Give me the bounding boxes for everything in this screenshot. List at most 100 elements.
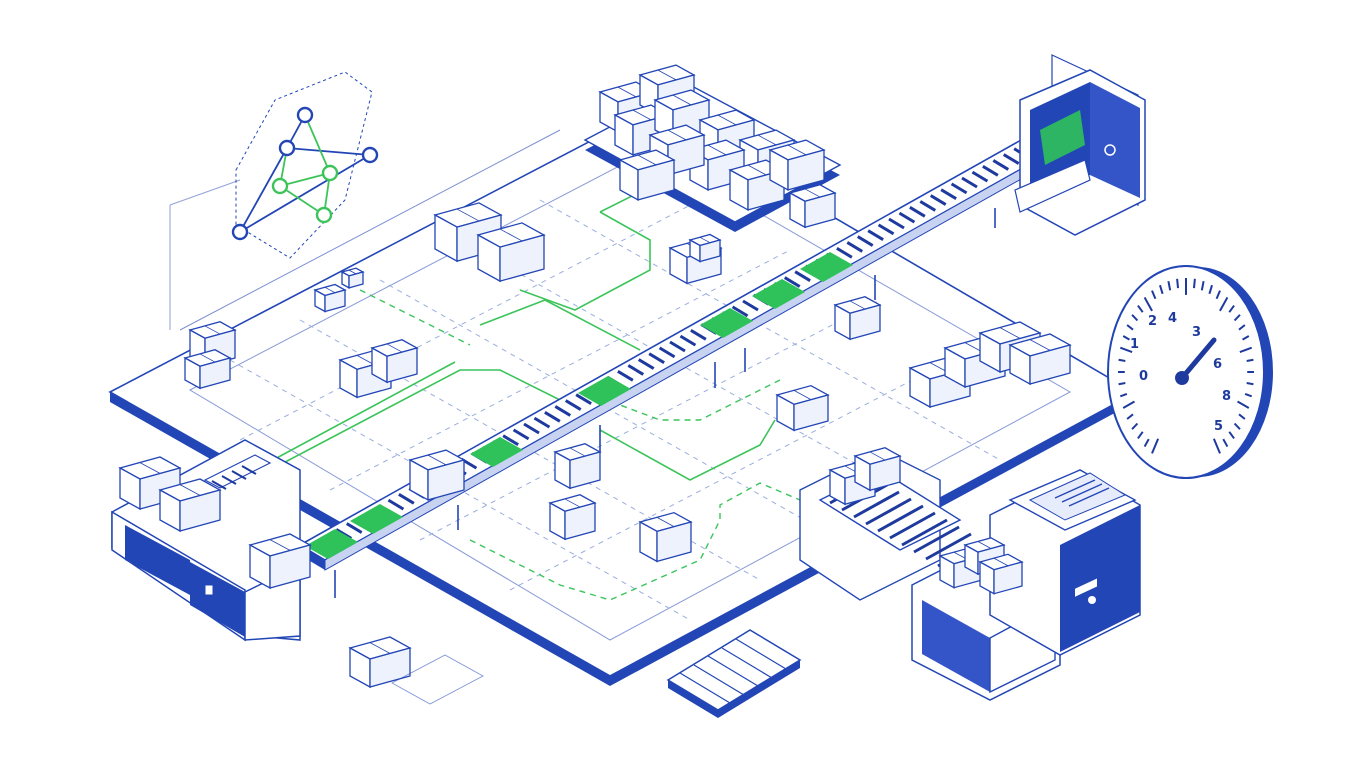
conveyor-roller: [865, 497, 912, 526]
conveyor-roller: [690, 328, 707, 341]
gauge-tick: [1222, 438, 1229, 448]
conveyor-roller: [345, 522, 363, 534]
conveyor-roller: [898, 211, 916, 224]
package-box-icon: [553, 443, 602, 490]
gauge-tick: [1233, 422, 1241, 430]
gauge-labels: 0 1 2 4 3 6 8 5: [1130, 311, 1231, 434]
conveyor-roller: [877, 223, 895, 236]
gauge-label: 5: [1214, 419, 1223, 434]
gauge-tick: [1215, 290, 1221, 300]
package-box-icon: [768, 139, 826, 191]
gauge-tick: [1233, 314, 1241, 322]
conveyor-roller: [836, 246, 853, 259]
package-box-icon: [978, 553, 1024, 595]
network-graph-icon: [231, 71, 379, 259]
conveyor-roller: [853, 490, 900, 519]
speedometer-gauge-icon: 0 1 2 4 3 6 8 5: [1107, 265, 1273, 479]
gauge-tick: [1208, 284, 1213, 295]
gauge-tick: [1131, 314, 1139, 322]
gauge-tick: [1228, 304, 1235, 313]
conveyor-roller: [637, 358, 655, 370]
package-box-icon: [1008, 333, 1072, 386]
conveyor-roller: [971, 170, 989, 183]
conveyor-roller: [867, 229, 884, 242]
conveyor-roller: [731, 305, 749, 318]
conveyor-roller: [913, 525, 960, 554]
conveyor-roller: [783, 276, 801, 288]
gauge-tick: [1246, 382, 1254, 386]
gauge-tick: [1137, 304, 1144, 313]
gauge-tick: [1219, 296, 1229, 312]
gauge-tick: [1143, 438, 1150, 448]
gauge-tick: [1131, 422, 1139, 430]
package-box-icon: [476, 222, 546, 283]
conveyor-roller: [575, 393, 592, 406]
shipping-pallet-icon: [666, 629, 802, 718]
package-box-icon: [248, 533, 312, 590]
package-box-icon: [788, 184, 837, 229]
conveyor-roller: [564, 399, 582, 411]
conveyor-roller: [554, 405, 572, 417]
gauge-tick: [1126, 324, 1134, 331]
gauge-tick: [1239, 346, 1253, 353]
conveyor-roller: [889, 511, 936, 540]
package-box-icon: [638, 511, 693, 563]
conveyor-roller: [794, 270, 811, 283]
conveyor-roller: [909, 205, 926, 218]
gauge-label: 6: [1213, 357, 1222, 372]
conveyor-roller: [925, 532, 972, 561]
package-box-icon: [548, 494, 597, 541]
gauge-tick: [1167, 281, 1172, 291]
package-box-icon: [158, 478, 222, 533]
package-box-icon: [340, 267, 365, 289]
gauge-tick: [1237, 400, 1250, 409]
conveyor-roller: [919, 200, 937, 212]
conveyor-roller: [929, 194, 947, 206]
gauge-tick: [1176, 278, 1180, 289]
gauge-tick: [1122, 335, 1130, 341]
gauge-tick: [1143, 296, 1153, 312]
package-box-icon: [853, 447, 902, 492]
gauge-tick: [1159, 284, 1164, 295]
gauge-label: 3: [1192, 325, 1201, 340]
conveyor-roller: [982, 164, 999, 177]
package-box-icon: [728, 159, 786, 211]
label-printer-icon: [989, 469, 1141, 656]
conveyor-roller: [523, 422, 540, 435]
conveyor-roller: [512, 428, 530, 441]
conveyor-roller: [1002, 153, 1020, 165]
conveyor-roller: [544, 410, 561, 423]
gauge-tick: [1192, 278, 1196, 289]
conveyor-roller: [901, 518, 948, 547]
conveyor-roller: [940, 188, 957, 201]
gauge-tick: [1200, 281, 1205, 291]
gauge-tick: [1118, 382, 1126, 386]
gauge-label: 2: [1148, 314, 1157, 329]
package-box-icon: [408, 449, 466, 501]
conveyor-roller: [742, 299, 759, 312]
gauge-tick: [1244, 392, 1253, 398]
package-boxes: [118, 64, 1072, 689]
gauge-tick: [1137, 431, 1144, 440]
package-box-icon: [118, 456, 182, 511]
conveyor-roller: [888, 217, 905, 230]
package-box-icon: [833, 296, 882, 341]
gauge-tick: [1119, 392, 1128, 398]
gauge-tick: [1242, 335, 1250, 341]
gauge-tick: [1126, 413, 1134, 420]
gauge-label: 4: [1168, 311, 1177, 326]
gauge-tick: [1212, 438, 1221, 454]
package-box-icon: [348, 636, 412, 689]
conveyor-roller: [992, 159, 1010, 171]
gauge-label: 1: [1130, 337, 1139, 352]
package-box-icon: [183, 349, 232, 390]
conveyor-roller: [648, 352, 665, 365]
package-box-icon: [688, 233, 722, 263]
scanner-gate-icon: [1014, 54, 1146, 236]
conveyor-roller: [658, 346, 676, 359]
gauge-tick: [1118, 358, 1126, 362]
conveyor-active-segments: [305, 252, 853, 559]
package-box-icon: [370, 339, 419, 384]
